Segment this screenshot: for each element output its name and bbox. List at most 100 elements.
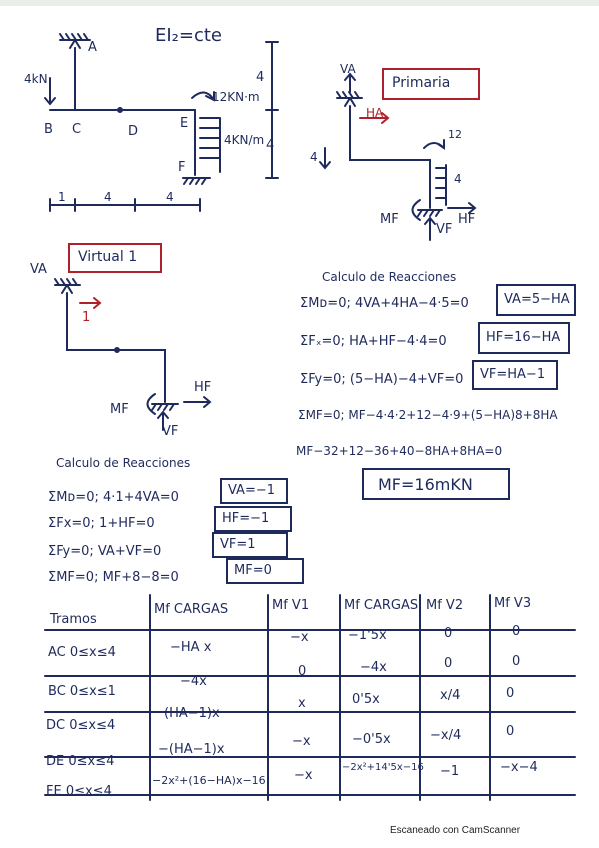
row-fe-cargas: −2x²+(16−HA)x−16: [152, 774, 266, 787]
primaria-VA: VA: [340, 62, 356, 76]
row-de-v1: −x: [292, 734, 311, 749]
virtual-result-VA: VA=−1: [220, 478, 288, 504]
moment-arrow: [191, 91, 215, 102]
row-dc-v2: x/4: [440, 688, 461, 703]
label-load-point: 4kN: [24, 72, 48, 86]
reacciones-virtual-title: Calculo de Reacciones: [56, 456, 191, 470]
label-dist-load: 4KN/m: [224, 133, 265, 147]
virtual-VA: VA: [30, 262, 47, 277]
dim-horizontal: [49, 198, 201, 212]
result-box-MF: MF=16mKN: [362, 468, 510, 500]
primaria-eq-1: ΣMᴅ=0; 4VA+4HA−4·5=0: [300, 296, 469, 311]
primaria-moment: [423, 139, 445, 150]
primaria-4: 4: [454, 172, 462, 186]
virtual-eq-3: ΣFy=0; VA+VF=0: [48, 544, 162, 559]
primaria-support-A: [336, 91, 363, 107]
row-fe-v1: −x: [294, 768, 313, 783]
camscanner-footer: Escaneado con CamScanner: [390, 825, 521, 836]
row-bc-v1: 0: [298, 664, 307, 679]
label-A: A: [88, 40, 97, 55]
label-F: F: [178, 160, 186, 175]
result-box-VA: VA=5−HA: [496, 284, 576, 316]
primaria-load-arrow: [319, 147, 331, 170]
virtual-result-MF: MF=0: [226, 558, 304, 584]
th-tramos: Tramos: [50, 612, 97, 627]
th-mf-cargas: Mf CARGAS: [154, 602, 229, 617]
row-fe-tramo: FE 0≤x≤4: [46, 784, 112, 799]
row-bc-tramo: BC 0≤x≤1: [48, 684, 116, 699]
primaria-eq-3: ΣFy=0; (5−HA)−4+VF=0: [300, 372, 464, 387]
label-C: C: [72, 122, 82, 137]
label-height: 4: [256, 70, 265, 85]
support-F: [182, 177, 211, 185]
virtual-eq-2: ΣFx=0; 1+HF=0: [48, 516, 155, 531]
support-A: [59, 33, 91, 49]
virtual-eq-1: ΣMᴅ=0; 4·1+4VA=0: [48, 490, 179, 505]
row-bc-cargas: −4x: [180, 674, 207, 689]
load-arrow-4kN: [44, 77, 56, 106]
virtual-MF-curl: [146, 393, 156, 415]
result-box-HF: HF=16−HA: [478, 322, 570, 354]
row-de-cargas2: −0'5x: [352, 732, 391, 747]
primaria-eq-2: ΣFₓ=0; HA+HF−4·4=0: [300, 334, 447, 349]
ei-constant-label: EI₂=cte: [155, 25, 223, 46]
virtual-one: 1: [82, 310, 91, 325]
row-ac-v2: 0: [444, 626, 453, 641]
primaria-support-F: [417, 209, 443, 217]
virtual-title: Virtual 1: [78, 249, 138, 265]
dim-3: 4: [166, 190, 174, 204]
virtual-VF-arrow: [157, 410, 169, 431]
row-bc-v3: 0: [512, 654, 521, 669]
dim-1: 1: [58, 190, 66, 204]
dim-2: 4: [104, 190, 112, 204]
reacciones-primaria-title: Calculo de Reacciones: [322, 270, 457, 284]
primaria-title: Primaria: [392, 75, 451, 91]
row-dc-tramo: DC 0≤x≤4: [46, 718, 116, 733]
primaria-VF-arrow: [424, 216, 436, 241]
primaria-title-box: Primaria: [382, 68, 480, 100]
virtual-HF: HF: [194, 380, 212, 395]
primaria-eq-4: ΣMF=0; MF−4·4·2+12−4·9+(5−HA)8+8HA: [298, 408, 558, 422]
primaria-members: [349, 105, 431, 209]
primaria-dist: [435, 164, 447, 206]
row-ac-cargas2: −1'5x: [348, 628, 387, 643]
row-dc-cargas: (HA−1)x: [164, 706, 220, 721]
primaria-MF: MF: [380, 212, 399, 227]
th-mf-cargas-2: Mf CARGAS: [344, 598, 419, 613]
virtual-VF: VF: [162, 424, 179, 439]
primaria-VF: VF: [436, 222, 453, 237]
row-bc-v2: 0: [444, 656, 453, 671]
dim-vertical: [265, 41, 279, 179]
virtual-result-VF: VF=1: [212, 532, 288, 558]
row-dc-cargas2: 0'5x: [352, 692, 380, 707]
primaria-HF: HF: [458, 212, 476, 227]
primaria-eq-5: MF−32+12−36+40−8HA+8HA=0: [296, 444, 503, 458]
row-ac-tramo: AC 0≤x≤4: [48, 645, 116, 660]
row-fe-v3: −x−4: [500, 760, 538, 775]
primaria-HA: HA: [366, 106, 384, 120]
virtual-title-box: Virtual 1: [68, 243, 162, 273]
row-bc-cargas2: −4x: [360, 660, 387, 675]
label-moment: 12KN·m: [212, 90, 260, 104]
row-ac-cargas: −HA x: [170, 640, 212, 655]
row-de-v3: 0: [506, 724, 515, 739]
th-mf-v1: Mf V1: [272, 598, 310, 613]
row-dc-v3: 0: [506, 686, 515, 701]
virtual-support-F: [151, 403, 179, 411]
label-height-2: 4: [266, 138, 275, 153]
dist-load-lines: [199, 117, 221, 173]
result-box-VF: VF=HA−1: [472, 360, 558, 390]
virtual-HF-arrow: [183, 396, 212, 408]
primaria-HF-arrow: [447, 202, 477, 214]
virtual-eq-4: ΣMF=0; MF+8−8=0: [48, 570, 179, 585]
label-E: E: [180, 116, 189, 131]
row-ac-v3: 0: [512, 624, 521, 639]
primaria-MF-curl: [411, 199, 421, 221]
row-de-v2: −x/4: [430, 728, 462, 743]
row-ac-v1: −x: [290, 630, 309, 645]
virtual-result-HF: HF=−1: [214, 506, 292, 532]
row-dc-v1: x: [298, 696, 306, 711]
scan-top-edge: [0, 0, 599, 6]
label-B: B: [44, 122, 53, 137]
